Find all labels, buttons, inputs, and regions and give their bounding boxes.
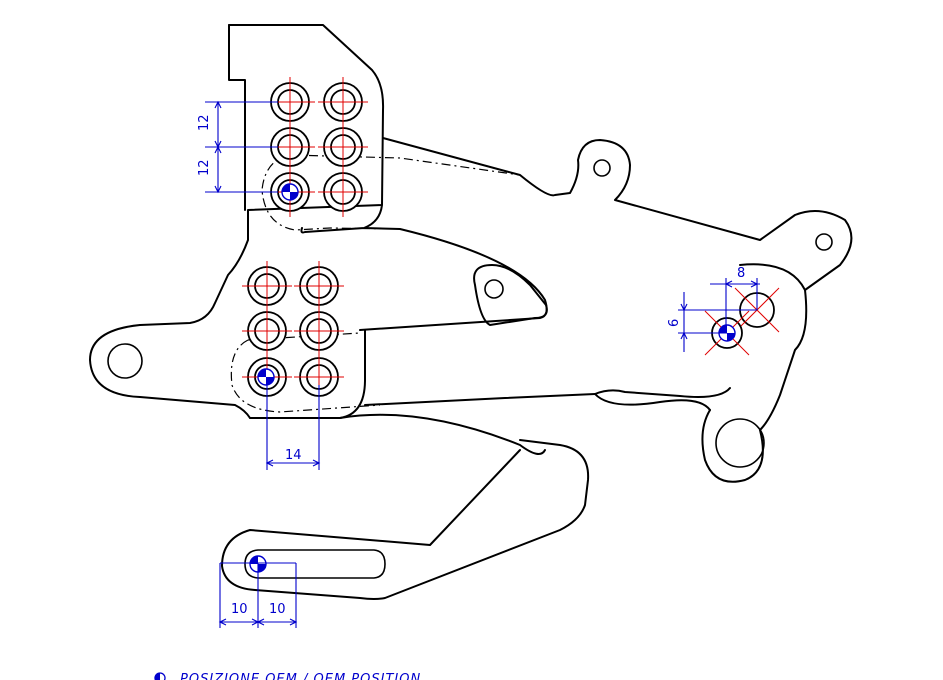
phantom-outline-lower — [230, 332, 381, 413]
inner-tab-outline — [473, 264, 548, 326]
phantom-outline-upper — [261, 154, 521, 231]
lower-hole-4 — [294, 306, 344, 356]
adjustment-slot — [244, 549, 386, 579]
pivot-plate-outline — [739, 263, 806, 291]
upper-arm-outline — [382, 137, 853, 431]
ear-hole-top — [593, 159, 611, 177]
dim-label-slot-left: 10 — [231, 602, 248, 617]
upper-hole-6 — [318, 167, 368, 217]
upper-hole-grid — [265, 77, 368, 217]
right-boss-hole — [715, 418, 765, 468]
lower-hole-2 — [294, 261, 344, 311]
dim-label-lower-pitch: 14 — [285, 448, 302, 463]
half-filled-circle-icon — [154, 672, 166, 680]
legend-label: POSIZIONE OEM / OEM POSITION — [180, 672, 421, 680]
upper-hole-4 — [318, 122, 368, 172]
dim-upper-vertical — [205, 100, 278, 194]
dim-label-slot-right: 10 — [269, 602, 286, 617]
link-arm-outline — [221, 413, 590, 600]
upper-hole-3 — [265, 122, 315, 172]
left-boss-outline — [89, 324, 251, 419]
dim-label-pivot-x: 8 — [737, 266, 745, 281]
right-arm-lower-edge — [594, 393, 711, 411]
lower-hole-1 — [242, 261, 292, 311]
legend: POSIZIONE OEM / OEM POSITION — [154, 672, 421, 680]
left-boss-hole — [107, 343, 143, 379]
right-boss-outline — [701, 409, 764, 483]
lower-hole-3 — [242, 306, 292, 356]
upper-hole-2 — [318, 77, 368, 127]
dim-label-pivot-y: 6 — [667, 319, 682, 327]
oem-marker-lower-icon — [257, 368, 275, 386]
dim-label-upper-pitch-1: 12 — [197, 114, 212, 131]
dim-lower-horizontal — [265, 385, 321, 470]
dim-label-upper-pitch-2: 12 — [197, 159, 212, 176]
oem-marker-upper-icon — [281, 183, 299, 201]
dim-slot — [218, 562, 298, 628]
ear-hole-right — [815, 233, 833, 251]
plate-top-notch — [228, 24, 246, 211]
dim-pivot-offset — [678, 278, 760, 352]
inner-tab-hole — [484, 279, 504, 299]
lower-hole-grid — [242, 261, 344, 402]
